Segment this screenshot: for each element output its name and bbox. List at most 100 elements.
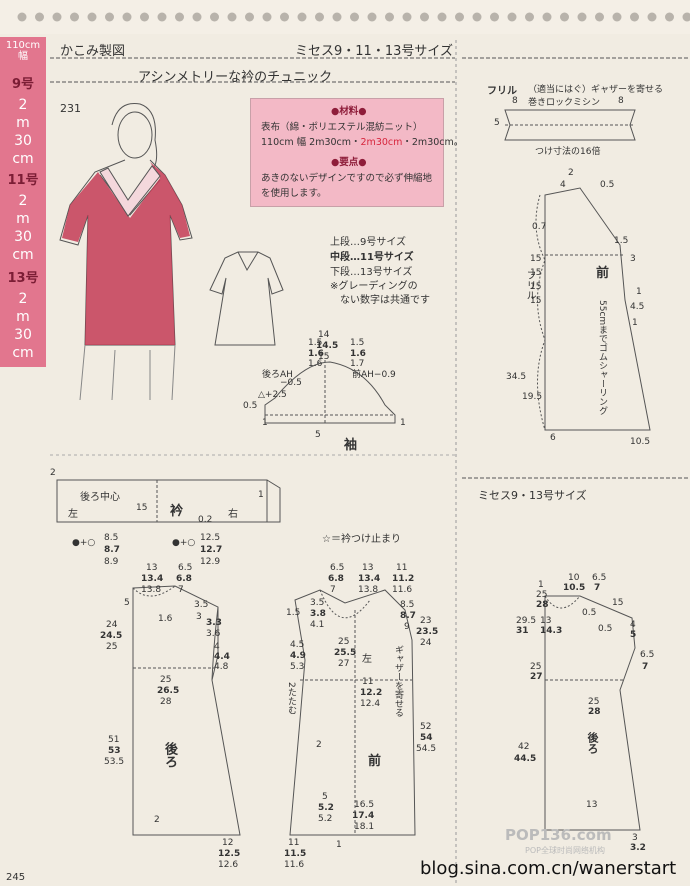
sleeve-right-0: 1.5: [350, 338, 365, 348]
back-top-2: 13.8: [141, 585, 162, 595]
binder-hole: [507, 12, 517, 22]
back-top2-2: 7: [178, 585, 184, 595]
size-13-len-1: m: [16, 309, 30, 325]
binder-hole: [227, 12, 237, 22]
collar-back-center: 後ろ中心: [80, 492, 120, 503]
binder-hole: [297, 12, 307, 22]
tunic-fill: [62, 162, 190, 345]
s913-top2-1: 7: [594, 583, 601, 593]
sleeve-left-1: 1.6: [308, 349, 324, 359]
s913-left-0: 25: [536, 590, 548, 600]
binder-hole: [35, 12, 44, 22]
s913-side-1: 27: [530, 672, 543, 682]
size-11-len-0: 2: [18, 193, 28, 209]
watermark-sub: POP全球时尚网络机构: [525, 846, 605, 855]
binder-holes-graphic: [17, 12, 690, 22]
back-shoulder-1: 3: [196, 612, 202, 622]
binder-hole: [595, 12, 604, 22]
back-hem-2: 12.6: [218, 860, 239, 870]
front-misc-2: 1: [336, 840, 342, 850]
back-shoulder-3: 3.6: [206, 629, 221, 639]
collar-right-2: 12.9: [200, 557, 221, 567]
back-neck: 1.6: [158, 614, 173, 624]
legend-lower: 下段…13号サイズ: [330, 267, 413, 278]
binder-hole: [367, 12, 377, 22]
collar-note: ☆＝衿つけ止まり: [322, 534, 401, 545]
s913-shoulder-0: 4: [630, 620, 636, 630]
collar-corner: 2: [50, 468, 56, 478]
collar-right-0: 12.5: [200, 533, 221, 543]
front-misc-0: 1.5: [286, 608, 301, 618]
front-right-m12: 1: [632, 318, 638, 328]
back-armhole-2: 4.8: [214, 662, 229, 672]
binder-hole: [682, 12, 690, 22]
front-shoulder-0: 3.5: [310, 598, 325, 608]
front-right-shirring: 55cmまでゴムシャーリング: [597, 300, 607, 416]
s913-chest-1: 14.3: [540, 626, 563, 636]
legend-upper: 上段…9号サイズ: [330, 237, 407, 248]
front-top3-1: 11.2: [392, 574, 415, 584]
front-left-label: 左: [362, 654, 372, 665]
collar-offset: 0.2: [198, 515, 213, 525]
s913-shoulder-1: 5: [630, 630, 637, 640]
materials-box: ●材料● 表布（綿・ポリエステル混紡ニット） 110cm 幅 2m30cm・2m…: [250, 98, 463, 207]
front-right-m0: 2: [568, 168, 574, 178]
binder-hole: [192, 12, 202, 22]
back-length-1: 53: [108, 746, 121, 756]
frill-left-8: 8: [512, 96, 518, 106]
points-line1: あきのないデザインですので必ず伸縮地: [261, 173, 433, 184]
front-hem-w-0: 16.5: [354, 800, 375, 810]
front-right-hem-left: 6: [550, 433, 556, 443]
s913-arm-1: 7: [642, 662, 649, 672]
s913-width-0: 25: [588, 697, 600, 707]
header-left: かこみ製図: [60, 44, 126, 59]
binder-hole: [630, 12, 639, 22]
s913-top-1: 10.5: [563, 583, 586, 593]
sleeve-front-ah: 前AH−0.9: [352, 370, 396, 380]
binder-hole: [17, 12, 27, 22]
front-hem-w-1: 17.4: [352, 811, 375, 821]
s913-misc-3: 1: [538, 580, 544, 590]
binder-hole: [437, 12, 447, 22]
back-width-1: 26.5: [157, 686, 180, 696]
back-length-0: 51: [108, 735, 120, 745]
frill-height: 5: [494, 118, 500, 128]
front-right-m6: 15: [530, 254, 542, 264]
front-right-1: 8.7: [400, 611, 416, 621]
frill-length: つけ寸法の16倍: [535, 147, 601, 157]
s913-bottom: 13: [586, 800, 598, 810]
sleeve-side: 0.5: [243, 401, 258, 411]
s913-misc-0: 15: [612, 598, 624, 608]
binder-hole: [577, 12, 587, 22]
front-label: 前: [368, 754, 382, 769]
back-label: 後ろ: [162, 742, 177, 768]
collar-left: 左: [68, 509, 78, 520]
binder-hole: [490, 12, 499, 22]
s913-misc-1: 0.5: [582, 608, 597, 618]
frill-right-8: 8: [618, 96, 624, 106]
front-misc-1: 2: [316, 740, 322, 750]
collar-right: 右: [228, 509, 238, 520]
front-chest-1: 4.9: [290, 651, 306, 661]
front-right2-0: 23: [420, 616, 432, 626]
front-length-0: 52: [420, 722, 432, 732]
size-9-len-0: 2: [18, 97, 28, 113]
front-right-m7: 15: [530, 268, 542, 278]
back-width-0: 25: [160, 675, 172, 685]
collar-right-1: 12.7: [200, 545, 223, 555]
sleeve-cap-2: 15: [318, 352, 330, 362]
size-11-len-3: cm: [12, 247, 34, 263]
front-width-2: 27: [338, 659, 350, 669]
sleeve-left-0: 1.5: [308, 338, 323, 348]
binder-hole: [262, 12, 272, 22]
front-width-0: 25: [338, 637, 350, 647]
binder-hole: [157, 12, 167, 22]
item-number: 231: [60, 102, 81, 115]
back-width-2: 28: [160, 697, 172, 707]
collar-left-0: 8.5: [104, 533, 119, 543]
fabric-width: 110cm: [5, 40, 41, 51]
binder-hole: [647, 12, 657, 22]
sleeve-left-2: 1.6: [308, 359, 323, 369]
size-13-len-3: cm: [12, 345, 34, 361]
